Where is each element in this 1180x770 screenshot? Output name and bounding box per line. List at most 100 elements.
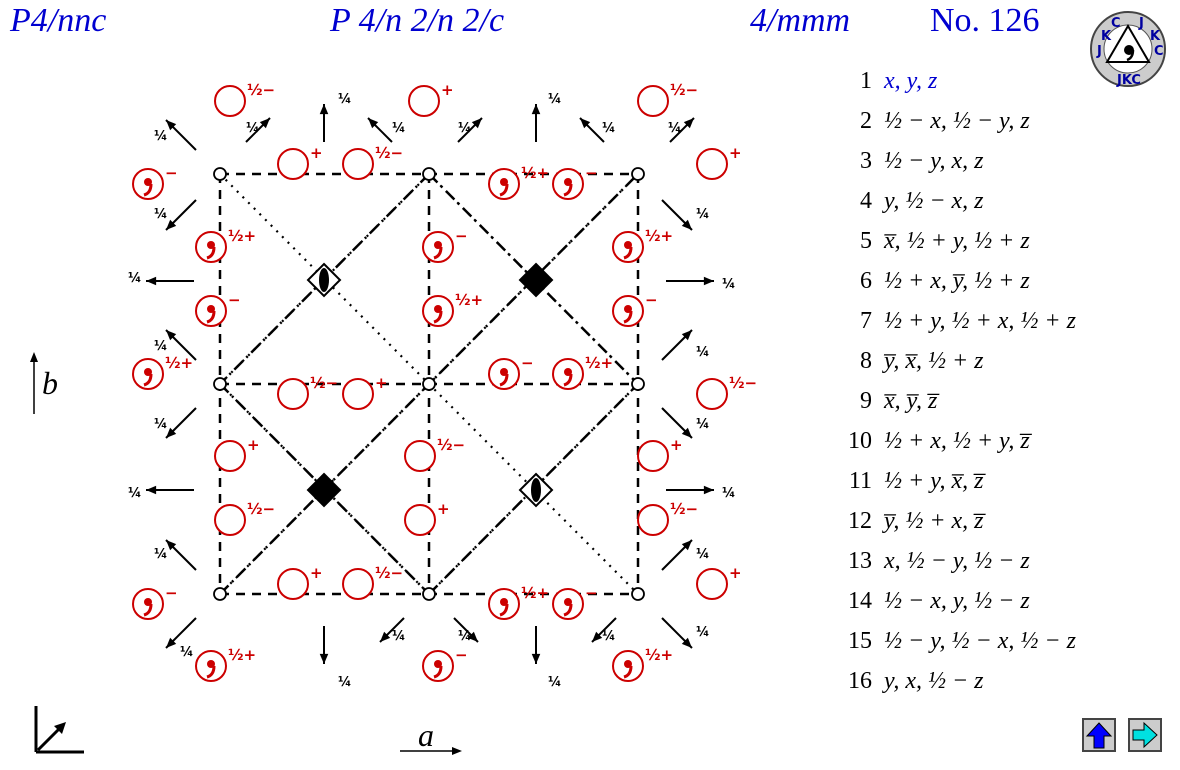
inversion-centre [422,167,436,181]
a-axis-arrow-icon [452,747,462,755]
quarter-label: ¼ [668,121,681,136]
quarter-label: ¼ [154,129,167,144]
operation-number: 9 [860,388,872,414]
quarter-label: ¼ [180,645,193,660]
arrow-head-icon [166,120,177,131]
operation-number: 1 [860,68,872,94]
svg-text:J: J [1096,44,1102,59]
arrow-head-icon [681,637,692,648]
arrow-head-icon [166,637,177,648]
svg-text:JKC: JKC [1116,73,1141,88]
operation-number: 2 [860,108,872,134]
height-label: ½− [310,374,338,392]
general-position-circle [637,440,669,472]
operation-coordinates: x̅, ½ + y, ½ + z [884,228,1030,254]
inversion-centre [213,377,227,391]
height-label: ½− [375,144,403,162]
quarter-label: ¼ [154,339,167,354]
group-number: No. 126 [930,2,1040,39]
comma-tail-icon [499,603,509,617]
height-label: ½− [247,500,275,518]
height-label: ½+ [228,227,256,245]
operation-coordinates: y̅, ½ + x, z̅ [884,508,984,534]
height-label: − [165,584,178,602]
quarter-label: ¼ [246,121,259,136]
comma-tail-icon [623,246,633,260]
general-position-circle [342,568,374,600]
comma-tail-icon [563,603,573,617]
inversion-centre [631,377,645,391]
operation-number: 10 [848,428,872,454]
twofold-axis-symbol [319,268,329,292]
arrow-head-icon [681,540,692,551]
general-position-circle [404,440,436,472]
twofold-axis-symbol [531,478,541,502]
svg-text:C: C [1154,44,1164,59]
height-label: − [228,291,241,309]
height-label: − [585,584,598,602]
general-position-circle [214,440,246,472]
symmetry-operation: 7 ½ + y, ½ + x, ½ + z [838,304,1168,344]
general-position-circle [342,378,374,410]
next-button[interactable] [1128,718,1162,752]
up-button[interactable] [1082,718,1116,752]
height-label: + [310,564,323,582]
quarter-label: ¼ [154,547,167,562]
comma-tail-icon [143,373,153,387]
operation-number: 11 [848,468,872,494]
comma-tail-icon [143,183,153,197]
svg-text:J: J [1138,16,1144,31]
arrow-head-icon [146,485,157,495]
quarter-label: ¼ [602,629,615,644]
operation-number: 6 [860,268,872,294]
quarter-label: ¼ [602,121,615,136]
arrow-head-icon [580,118,591,129]
quarter-label: ¼ [548,675,561,690]
height-label: − [521,354,534,372]
arrow-head-icon [703,485,714,495]
height-label: + [441,81,454,99]
comma-tail-icon [499,373,509,387]
height-label: ½− [729,374,757,392]
inversion-centre [213,167,227,181]
symmetry-diagram: ½−+½−+½−½+−+−½+−½+−½+−½+½−+−½+½−+½−+½−+½… [30,81,757,755]
arrow-head-icon [259,118,270,129]
operation-number: 7 [860,308,872,334]
comma-tail-icon [499,183,509,197]
operation-coordinates: ½ − x, y, ½ − z [884,588,1030,614]
arrow-head-icon [592,631,603,642]
height-label: + [375,374,388,392]
operation-number: 16 [848,668,872,694]
full-symbol: P 4/n 2/n 2/c [330,2,505,39]
operation-number: 4 [860,188,872,214]
operation-coordinates: y̅, x̅, ½ + z [884,348,984,374]
quarter-label: ¼ [392,629,405,644]
general-position-circle [696,568,728,600]
general-position-circle [637,504,669,536]
operation-coordinates: ½ + y, ½ + x, ½ + z [884,308,1076,334]
operation-coordinates: ½ − y, ½ − x, ½ − z [884,628,1076,654]
height-label: ½+ [645,646,673,664]
svg-text:K: K [1150,29,1161,44]
svg-text:C: C [1111,16,1121,31]
svg-text:K: K [1101,29,1112,44]
operation-number: 13 [848,548,872,574]
arrow-head-icon [681,219,692,230]
height-label: ½− [670,81,698,99]
height-label: + [310,144,323,162]
height-label: ½+ [645,227,673,245]
inversion-centre [631,587,645,601]
jkc-logo-icon[interactable]: J K C J K C JKC [1089,10,1167,88]
quarter-label: ¼ [696,345,709,360]
arrow-head-icon [146,276,157,286]
quarter-label: ¼ [722,486,735,501]
general-position-circle [277,148,309,180]
quarter-label: ¼ [696,207,709,222]
